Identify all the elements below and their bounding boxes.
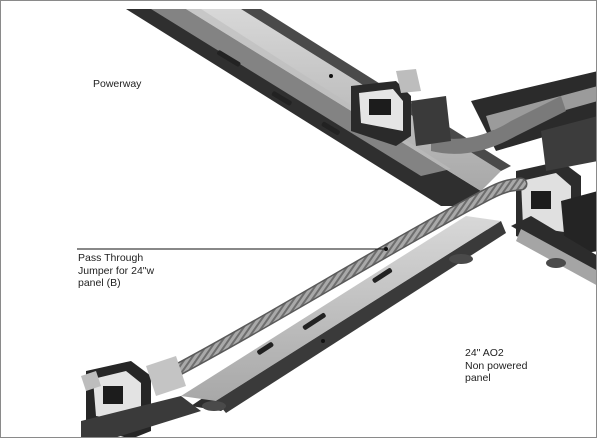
powerway-label: Powerway (93, 78, 142, 90)
jumper-label: Pass Through Jumper for 24"w panel (B) (78, 252, 155, 289)
panel-rail (181, 216, 506, 413)
panel-label: 24" AO2 Non powered panel (465, 347, 528, 384)
lower-left-connector-bracket (81, 356, 201, 437)
upper-right-rails (431, 71, 596, 154)
right-connector-block (516, 116, 596, 256)
lower-right-rail (511, 216, 596, 285)
powerway-junction-bracket (351, 69, 451, 146)
powerway-rail (126, 9, 511, 206)
jumper-leader-dot (384, 247, 388, 251)
